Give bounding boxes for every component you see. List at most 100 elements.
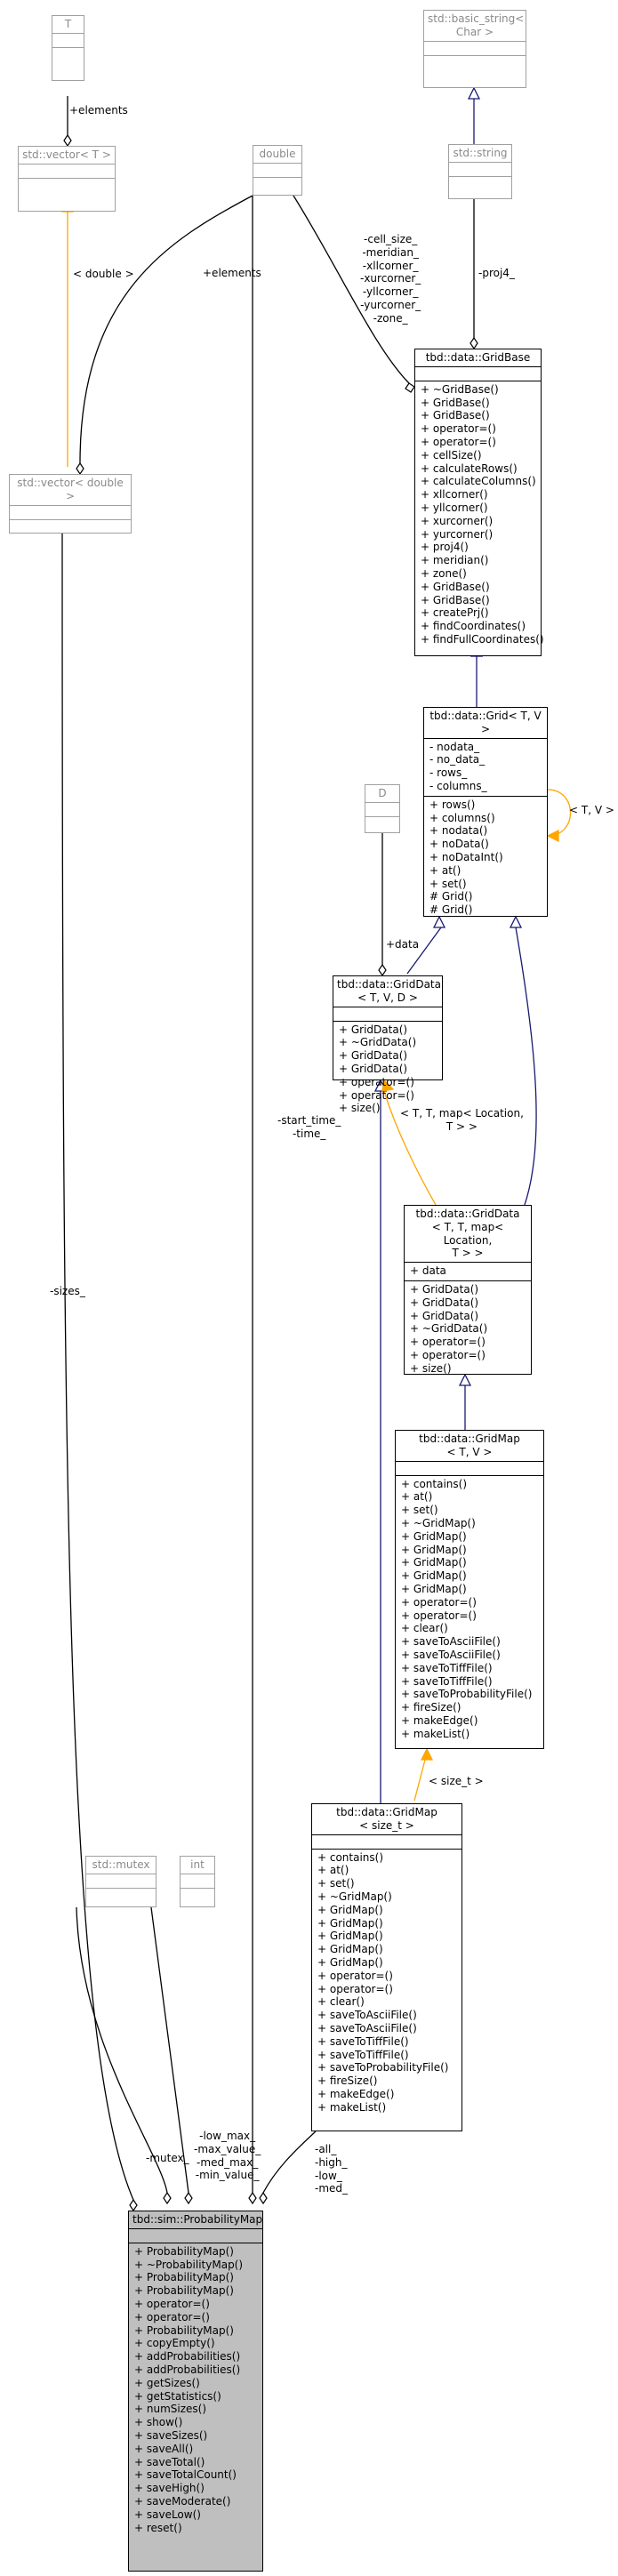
attribute-entry[interactable]: - rows_	[429, 766, 468, 780]
method-entry[interactable]: + saveToTiffFile()	[317, 2048, 409, 2061]
method-entry[interactable]: + operator=()	[401, 1595, 477, 1609]
method-entry[interactable]: + GridBase()	[421, 593, 490, 606]
method-entry[interactable]: + ~GridData()	[410, 1322, 488, 1336]
method-entry[interactable]: + addProbabilities()	[134, 2363, 241, 2376]
method-entry[interactable]: + ~GridMap()	[317, 1890, 392, 1903]
method-entry[interactable]: + operator=()	[410, 1336, 486, 1349]
method-entry[interactable]: + operator=()	[317, 1969, 393, 1982]
method-entry[interactable]: + size()	[339, 1102, 381, 1115]
method-entry[interactable]: + copyEmpty()	[134, 2337, 215, 2350]
class-node-mutex[interactable]: std::mutex	[85, 1856, 157, 1907]
method-entry[interactable]: + makeList()	[401, 1727, 470, 1740]
method-entry[interactable]: + GridMap()	[317, 1930, 383, 1943]
method-entry[interactable]: + clear()	[401, 1622, 448, 1635]
method-entry[interactable]: + xurcorner()	[421, 514, 494, 527]
class-node-int[interactable]: int	[180, 1856, 215, 1907]
class-node-probabilitymap[interactable]: tbd::sim::ProbabilityMap+ ProbabilityMap…	[128, 2211, 263, 2572]
class-node-vector-t[interactable]: std::vector< T >	[18, 146, 116, 212]
method-entry[interactable]: + addProbabilities()	[134, 2350, 241, 2363]
method-entry[interactable]: + saveAll()	[134, 2442, 194, 2455]
method-entry[interactable]: + GridData()	[410, 1309, 479, 1322]
method-entry[interactable]: + GridMap()	[317, 1916, 383, 1930]
method-entry[interactable]: + GridData()	[410, 1282, 479, 1296]
method-entry[interactable]: + operator=()	[421, 422, 496, 436]
method-entry[interactable]: + getSizes()	[134, 2376, 200, 2389]
method-entry[interactable]: + saveToTiffFile()	[317, 2034, 409, 2048]
method-entry[interactable]: + yurcorner()	[421, 527, 494, 541]
method-entry[interactable]: + columns()	[429, 811, 495, 824]
method-entry[interactable]: + cellSize()	[421, 448, 482, 461]
method-entry[interactable]: + nodata()	[429, 824, 488, 838]
method-entry[interactable]: + getStatistics()	[134, 2389, 221, 2403]
method-entry[interactable]: + show()	[134, 2416, 183, 2429]
method-entry[interactable]: + clear()	[317, 1995, 365, 2009]
method-entry[interactable]: + GridBase()	[421, 580, 490, 593]
method-entry[interactable]: + ~GridBase()	[421, 382, 499, 396]
method-entry[interactable]: + saveToProbabilityFile()	[401, 1688, 533, 1701]
attribute-entry[interactable]: - nodata_	[429, 740, 480, 753]
class-node-d[interactable]: D	[365, 784, 400, 833]
method-entry[interactable]: + operator=()	[421, 435, 496, 448]
method-entry[interactable]: + ProbabilityMap()	[134, 2323, 234, 2337]
method-entry[interactable]: + set()	[429, 877, 467, 890]
method-entry[interactable]: + GridBase()	[421, 409, 490, 422]
method-entry[interactable]: + saveTotal()	[134, 2455, 205, 2468]
method-entry[interactable]: + GridMap()	[317, 1955, 383, 1969]
method-entry[interactable]: + operator=()	[401, 1609, 477, 1622]
method-entry[interactable]: + GridMap()	[401, 1556, 467, 1569]
method-entry[interactable]: + GridData()	[339, 1023, 408, 1036]
method-entry[interactable]: + operator=()	[134, 2310, 210, 2323]
method-entry[interactable]: + fireSize()	[317, 2074, 378, 2088]
method-entry[interactable]: + GridMap()	[401, 1543, 467, 1556]
method-entry[interactable]: + ~GridMap()	[401, 1516, 476, 1529]
method-entry[interactable]: + GridData()	[410, 1296, 479, 1309]
method-entry[interactable]: + at()	[317, 1864, 349, 1877]
method-entry[interactable]: + fireSize()	[401, 1701, 461, 1714]
method-entry[interactable]: + calculateColumns()	[421, 475, 536, 488]
method-entry[interactable]: + contains()	[401, 1477, 468, 1490]
class-node-gridbase[interactable]: tbd::data::GridBase+ ~GridBase()+ GridBa…	[414, 349, 544, 656]
method-entry[interactable]: + operator=()	[317, 1982, 393, 1995]
method-entry[interactable]: + size()	[410, 1361, 452, 1375]
method-entry[interactable]: + GridMap()	[401, 1582, 467, 1595]
method-entry[interactable]: + noData()	[429, 838, 489, 851]
method-entry[interactable]: + saveHigh()	[134, 2482, 205, 2495]
method-entry[interactable]: + ProbabilityMap()	[134, 2284, 234, 2298]
method-entry[interactable]: + proj4()	[421, 541, 469, 554]
method-entry[interactable]: + makeEdge()	[401, 1713, 478, 1727]
method-entry[interactable]: + operator=()	[339, 1088, 414, 1102]
method-entry[interactable]: # Grid()	[429, 903, 473, 917]
method-entry[interactable]: + saveLow()	[134, 2508, 201, 2521]
attribute-entry[interactable]: - no_data_	[429, 753, 486, 766]
class-node-t[interactable]: T	[52, 15, 84, 81]
class-node-gridmap-size[interactable]: tbd::data::GridMap< size_t >+ contains()…	[311, 1803, 462, 2131]
method-entry[interactable]: + saveSizes()	[134, 2428, 208, 2442]
method-entry[interactable]: + operator=()	[339, 1075, 414, 1088]
attribute-entry[interactable]: + data	[410, 1264, 446, 1278]
method-entry[interactable]: + ~GridData()	[339, 1036, 417, 1049]
method-entry[interactable]: + GridBase()	[421, 396, 490, 409]
method-entry[interactable]: + findFullCoordinates()	[421, 632, 544, 646]
method-entry[interactable]: + saveToTiffFile()	[401, 1661, 493, 1674]
method-entry[interactable]: + set()	[317, 1877, 355, 1890]
method-entry[interactable]: + rows()	[429, 798, 476, 811]
class-node-basic-string[interactable]: std::basic_string<Char >	[423, 10, 526, 88]
method-entry[interactable]: + GridMap()	[317, 1943, 383, 1956]
class-node-vector-double[interactable]: std::vector< double >	[9, 474, 132, 534]
method-entry[interactable]: + saveToAsciiFile()	[401, 1648, 501, 1661]
attribute-entry[interactable]: - columns_	[429, 779, 487, 792]
class-node-grid[interactable]: tbd::data::Grid< T, V >- nodata_- no_dat…	[423, 707, 548, 917]
method-entry[interactable]: + GridData()	[339, 1049, 408, 1063]
method-entry[interactable]: + yllcorner()	[421, 501, 488, 514]
class-node-gridmap-tv[interactable]: tbd::data::GridMap< T, V >+ contains()+ …	[395, 1430, 544, 1749]
method-entry[interactable]: + zone()	[421, 566, 467, 580]
method-entry[interactable]: + makeList()	[317, 2100, 387, 2114]
method-entry[interactable]: + findCoordinates()	[421, 620, 526, 633]
method-entry[interactable]: + calculateRows()	[421, 461, 518, 475]
method-entry[interactable]: + meridian()	[421, 554, 489, 567]
method-entry[interactable]: + at()	[401, 1490, 433, 1504]
method-entry[interactable]: + noDataInt()	[429, 850, 503, 863]
method-entry[interactable]: + at()	[429, 863, 461, 877]
method-entry[interactable]: + ProbabilityMap()	[134, 2271, 234, 2284]
method-entry[interactable]: # Grid()	[429, 890, 473, 903]
